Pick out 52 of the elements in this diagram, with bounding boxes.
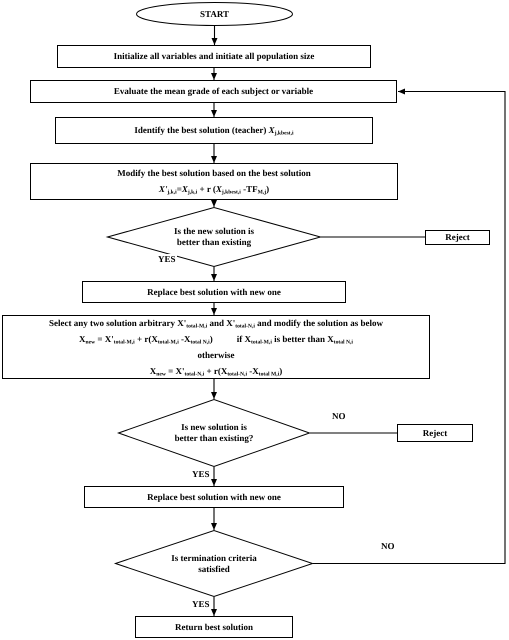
edge-label: YES <box>191 599 211 609</box>
step-text: Select any two solution arbitrary X'$_{total-M,i}$ and X'$_{total-N,i}$ and modify the solution as below <box>49 318 383 328</box>
step-text: Initialize all variables and initiate all population size <box>114 51 314 62</box>
edge-label: NO <box>380 541 396 551</box>
arrow <box>211 597 217 616</box>
edge-label: YES <box>157 254 177 264</box>
condition-text: if X$_{total-M,i}$ is better than X$_{total N,i}$ <box>236 334 353 344</box>
terminal-label: START <box>200 8 230 20</box>
process-box <box>82 281 346 303</box>
formula-text: X'$_{j,k,i}$=X$_{j,k,i}$ + r (X$_{j,kbest,i}$ -TF$_{M,j}$) <box>158 184 270 195</box>
process-box <box>55 117 373 144</box>
step-text: Return best solution <box>174 622 253 632</box>
arrow <box>211 200 217 207</box>
step-text: Replace best solution with new one <box>147 492 281 502</box>
step-text: Modify the best solution based on the best solution <box>117 168 311 179</box>
process-box <box>135 616 293 638</box>
arrow <box>211 267 217 281</box>
process-box <box>397 424 473 442</box>
arrow <box>211 379 217 399</box>
formula-text: X$_{new}$ = X'$_{total-N,i}$ + r(X$_{total-N,i}$ -X$_{total M,i}$) <box>150 366 282 376</box>
step-text: Reject <box>445 232 470 243</box>
step-text: Replace best solution with new one <box>147 286 281 298</box>
process-box <box>2 315 430 379</box>
decision-question: Is new solution is better than existing? <box>174 422 254 444</box>
step-text: Evaluate the mean grade of each subject or variable <box>114 86 314 97</box>
decision-diamond <box>107 207 321 267</box>
arrow <box>313 88 506 564</box>
arrow <box>212 26 218 45</box>
process-box <box>30 163 398 200</box>
arrow <box>211 68 217 80</box>
decision-diamond <box>115 530 313 597</box>
process-box <box>57 45 371 68</box>
step-text: Reject <box>422 428 448 438</box>
step-text: otherwise <box>198 350 234 360</box>
step-text: Identify the best solution (teacher) X$_{j,kbest,i}$ <box>134 125 294 136</box>
arrow <box>211 467 217 486</box>
start-terminal <box>136 2 293 26</box>
decision-question: Is termination criteria satisfied <box>170 552 258 574</box>
process-box <box>425 230 490 245</box>
connector-line <box>321 236 425 238</box>
edge-label: NO <box>331 411 346 421</box>
formula-text: X$_{new}$ = X'$_{total-M,i}$ + r(X$_{total-M,i}$ -X$_{total N,i}$) <box>79 334 213 344</box>
connector-line <box>310 432 397 434</box>
arrow <box>211 144 217 163</box>
decision-question: Is the new solution is better than existing <box>172 226 255 248</box>
edge-label: YES <box>191 469 211 479</box>
decision-diamond <box>118 399 310 467</box>
arrow <box>211 508 217 530</box>
process-box <box>30 80 397 103</box>
process-box <box>84 486 344 508</box>
arrow <box>211 303 217 315</box>
arrow <box>211 103 217 117</box>
